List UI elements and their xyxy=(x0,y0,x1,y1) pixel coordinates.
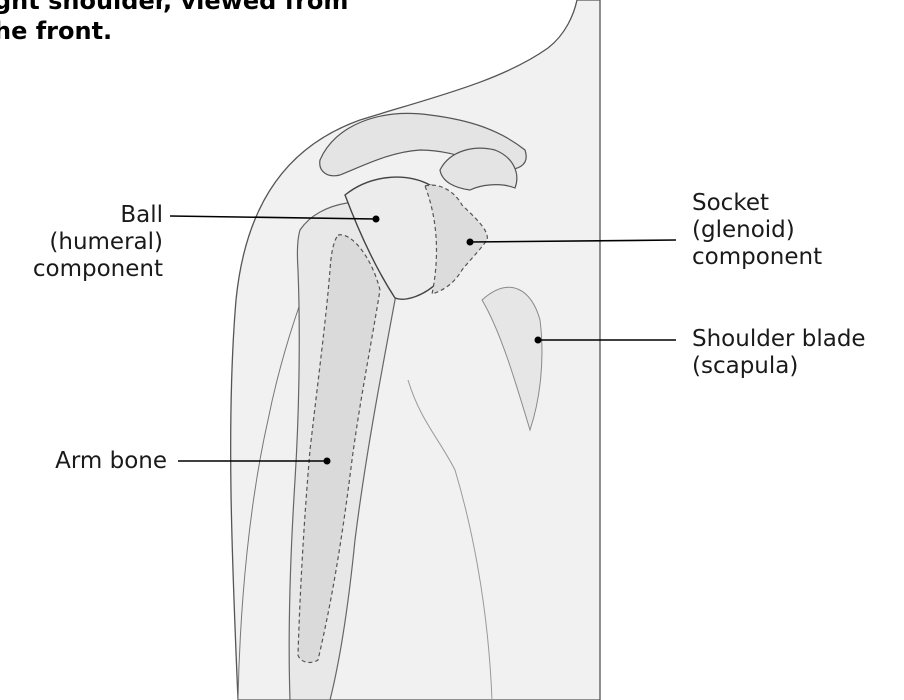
ball-label: Ball (humeral) component xyxy=(0,202,163,283)
shoulder-blade-pointer-dot xyxy=(535,337,542,344)
title-line-1: ght shoulder, viewed from xyxy=(0,0,348,16)
diagram-title: ght shoulder, viewed from he front. xyxy=(0,0,348,46)
socket-label-line-2: (glenoid) xyxy=(692,217,822,244)
arm-bone-pointer-dot xyxy=(324,458,331,465)
ball-label-line-2: (humeral) xyxy=(0,229,163,256)
shoulder-blade-label-line-2: (scapula) xyxy=(692,353,866,380)
shoulder-silhouette xyxy=(231,0,600,700)
shoulder-blade-label-line-1: Shoulder blade xyxy=(692,326,866,353)
ball-label-line-1: Ball xyxy=(0,202,163,229)
socket-label: Socket (glenoid) component xyxy=(692,190,822,271)
arm-bone-label-line-1: Arm bone xyxy=(0,448,167,475)
ball-label-line-3: component xyxy=(0,256,163,283)
socket-label-line-3: component xyxy=(692,244,822,271)
arm-bone-label: Arm bone xyxy=(0,448,167,475)
socket-pointer-dot xyxy=(467,239,474,246)
shoulder-blade-label: Shoulder blade (scapula) xyxy=(692,326,866,380)
ball-pointer-dot xyxy=(373,216,380,223)
title-line-2: he front. xyxy=(0,16,348,46)
socket-label-line-1: Socket xyxy=(692,190,822,217)
